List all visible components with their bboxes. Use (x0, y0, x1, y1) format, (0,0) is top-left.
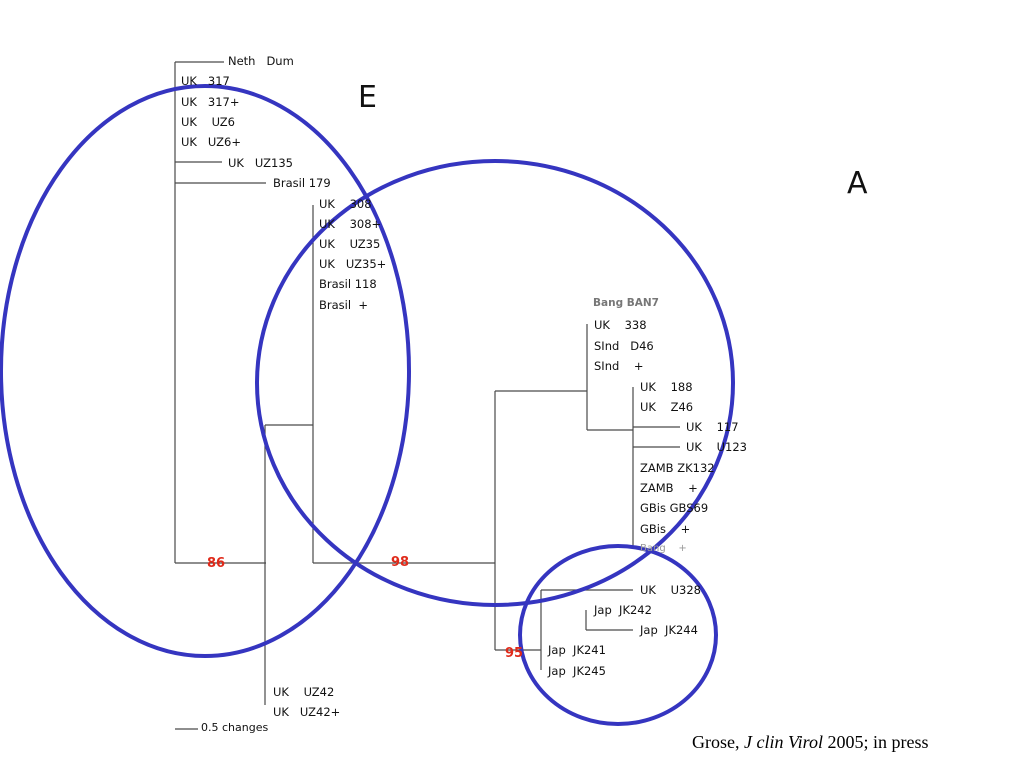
citation-rest: 2005; in press (822, 732, 929, 752)
bootstrap-value: 98 (391, 555, 410, 570)
leaf-label: UK 317+ (181, 95, 240, 109)
leaf-label: Jap JK241 (548, 643, 606, 657)
citation: Grose, J clin Virol 2005; in press (692, 732, 928, 753)
leaf-label: Jap JK245 (548, 664, 606, 678)
leaf-label: Brasil 118 (319, 277, 377, 291)
leaf-label: UK UZ6 (181, 115, 235, 129)
leaf-label: UK U123 (686, 440, 747, 454)
leaf-label: Brasil 179 (273, 176, 331, 190)
leaf-label: UK 338 (594, 318, 647, 332)
ellipse-clade-a (255, 159, 735, 607)
leaf-label: UK UZ6+ (181, 135, 241, 149)
leaf-label: UK UZ35 (319, 237, 381, 251)
leaf-label: Jap JK242 (594, 603, 652, 617)
ellipse-clade-e (0, 84, 411, 658)
clade-ellipses (0, 84, 735, 726)
leaf-label: Bang + (640, 543, 687, 554)
leaf-label: UK 188 (640, 380, 693, 394)
ellipse-japan (518, 544, 718, 726)
leaf-label: UK UZ35+ (319, 257, 387, 271)
leaf-label: Brasil + (319, 298, 368, 312)
leaf-label: UK UZ135 (228, 156, 293, 170)
leaf-label: UK 317 (181, 74, 230, 88)
bootstrap-value: 95 (505, 646, 524, 661)
leaf-label: SInd + (594, 359, 644, 373)
citation-author: Grose, (692, 732, 744, 752)
leaf-label: UK U328 (640, 583, 701, 597)
leaf-label: UK 308+ (319, 217, 382, 231)
leaf-label: UK Z46 (640, 400, 694, 414)
scale-bar-label: 0.5 changes (201, 721, 269, 734)
leaf-label: Neth Dum (228, 54, 294, 68)
leaf-label: ZAMB ZK132 (640, 461, 715, 475)
leaf-label: UK UZ42 (273, 685, 335, 699)
leaf-label: SInd D46 (594, 339, 654, 353)
leaf-label: ZAMB + (640, 481, 698, 495)
leaf-label: UK 308 (319, 197, 372, 211)
clade-label-a: A (847, 166, 868, 201)
leaf-label: GBis + (640, 522, 691, 536)
leaf-label: Bang BAN7 (593, 297, 659, 309)
leaf-label: UK UZ42+ (273, 705, 341, 719)
leaf-label: Jap JK244 (640, 623, 698, 637)
leaf-label: GBis GBS69 (640, 501, 709, 515)
bootstrap-value: 86 (207, 556, 226, 571)
clade-label-e: E (358, 80, 377, 115)
leaf-label: UK 117 (686, 420, 739, 434)
citation-journal: J clin Virol (744, 732, 823, 752)
